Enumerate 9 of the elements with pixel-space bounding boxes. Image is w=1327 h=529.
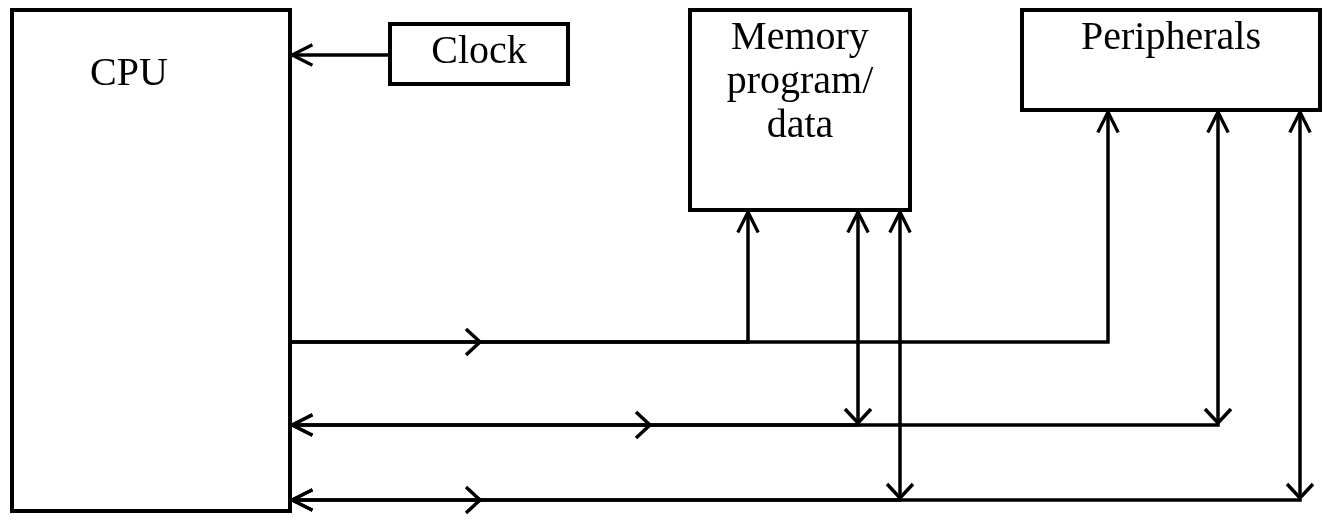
block-label: CPU — [89, 50, 169, 94]
block-label: Memory program/ data — [725, 14, 875, 146]
block-label: Peripherals — [1080, 14, 1262, 58]
arrow — [292, 110, 1120, 344]
block-box — [388, 22, 570, 86]
block-box — [688, 8, 912, 212]
block-label: Clock — [430, 28, 528, 72]
block-box — [10, 8, 292, 513]
block-box — [1020, 8, 1322, 112]
